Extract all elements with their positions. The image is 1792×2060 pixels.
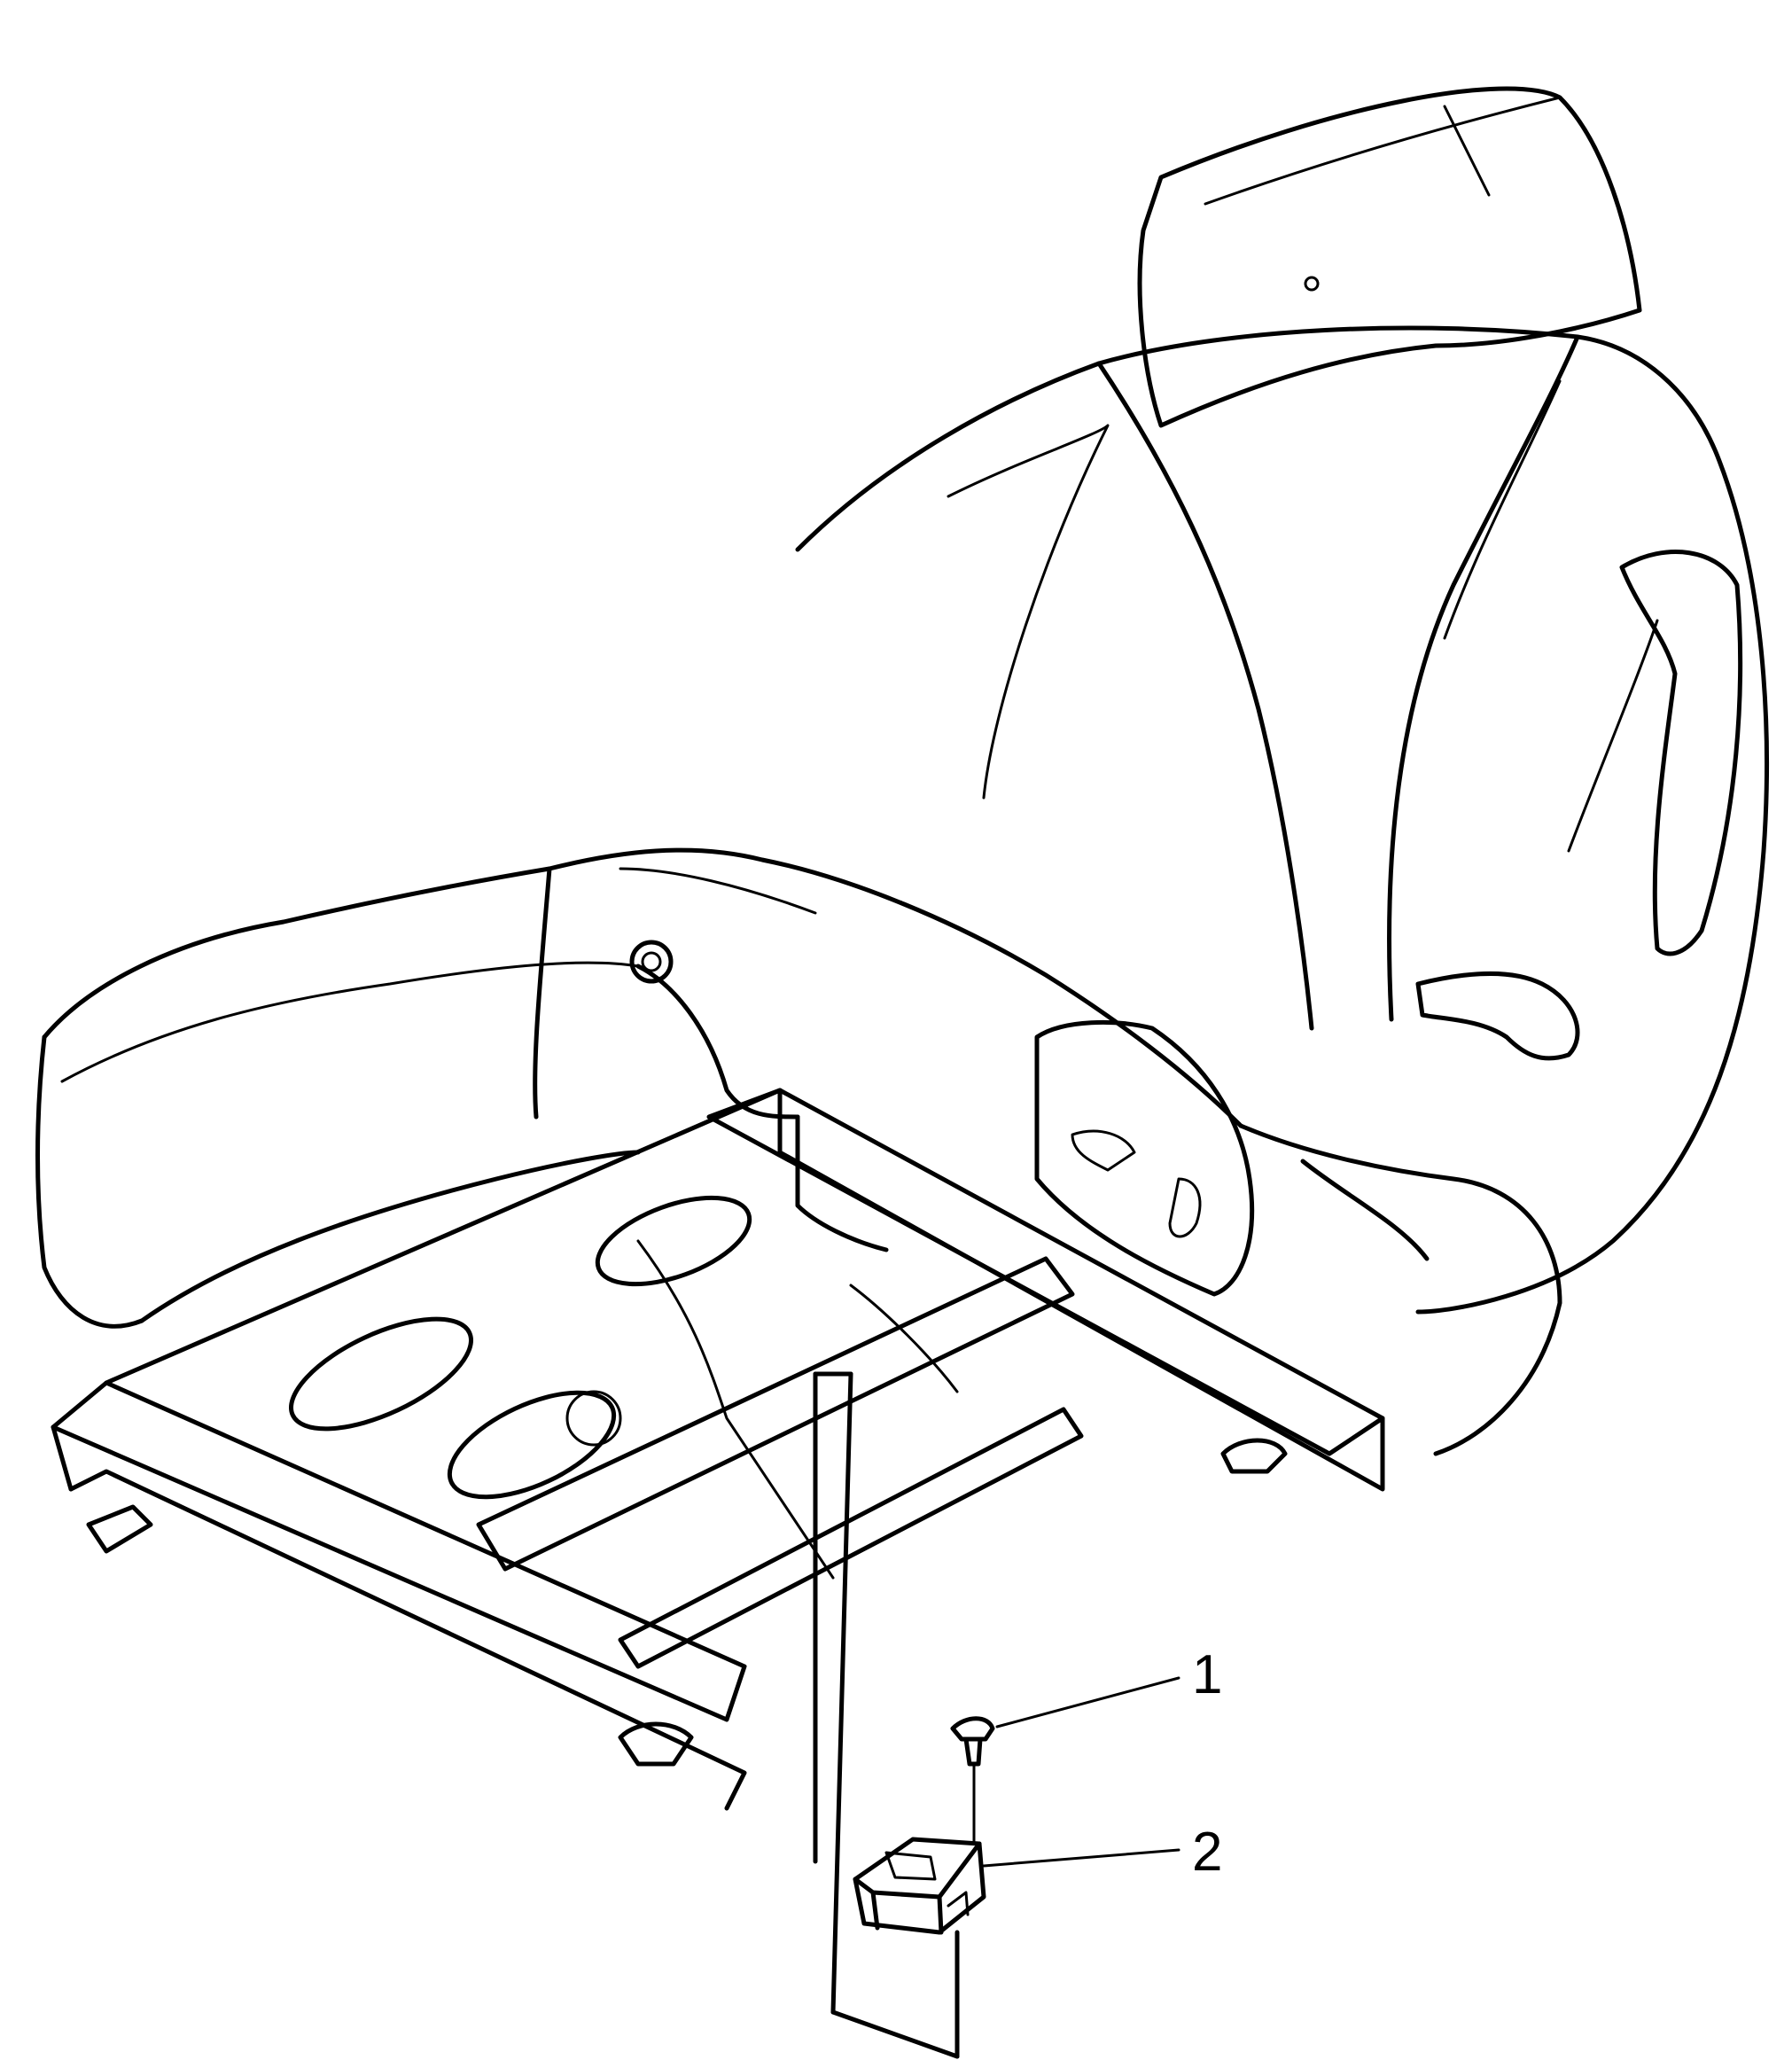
callout-1-label: 1: [1192, 1644, 1222, 1705]
seat-cushion: [35, 847, 1562, 1456]
callout-2-label: 2: [1192, 1822, 1222, 1883]
seat-back: [795, 325, 1769, 1315]
headrest: [1137, 86, 1642, 428]
connector-bracket-icon: [853, 1837, 986, 1935]
callout-2: 2: [982, 1822, 1222, 1883]
seat-frame: [51, 1088, 1385, 1811]
exploded-view-box: [813, 1371, 960, 2059]
callout-1: 1: [995, 1644, 1222, 1728]
push-pin-retainer-icon: [950, 1716, 995, 1850]
